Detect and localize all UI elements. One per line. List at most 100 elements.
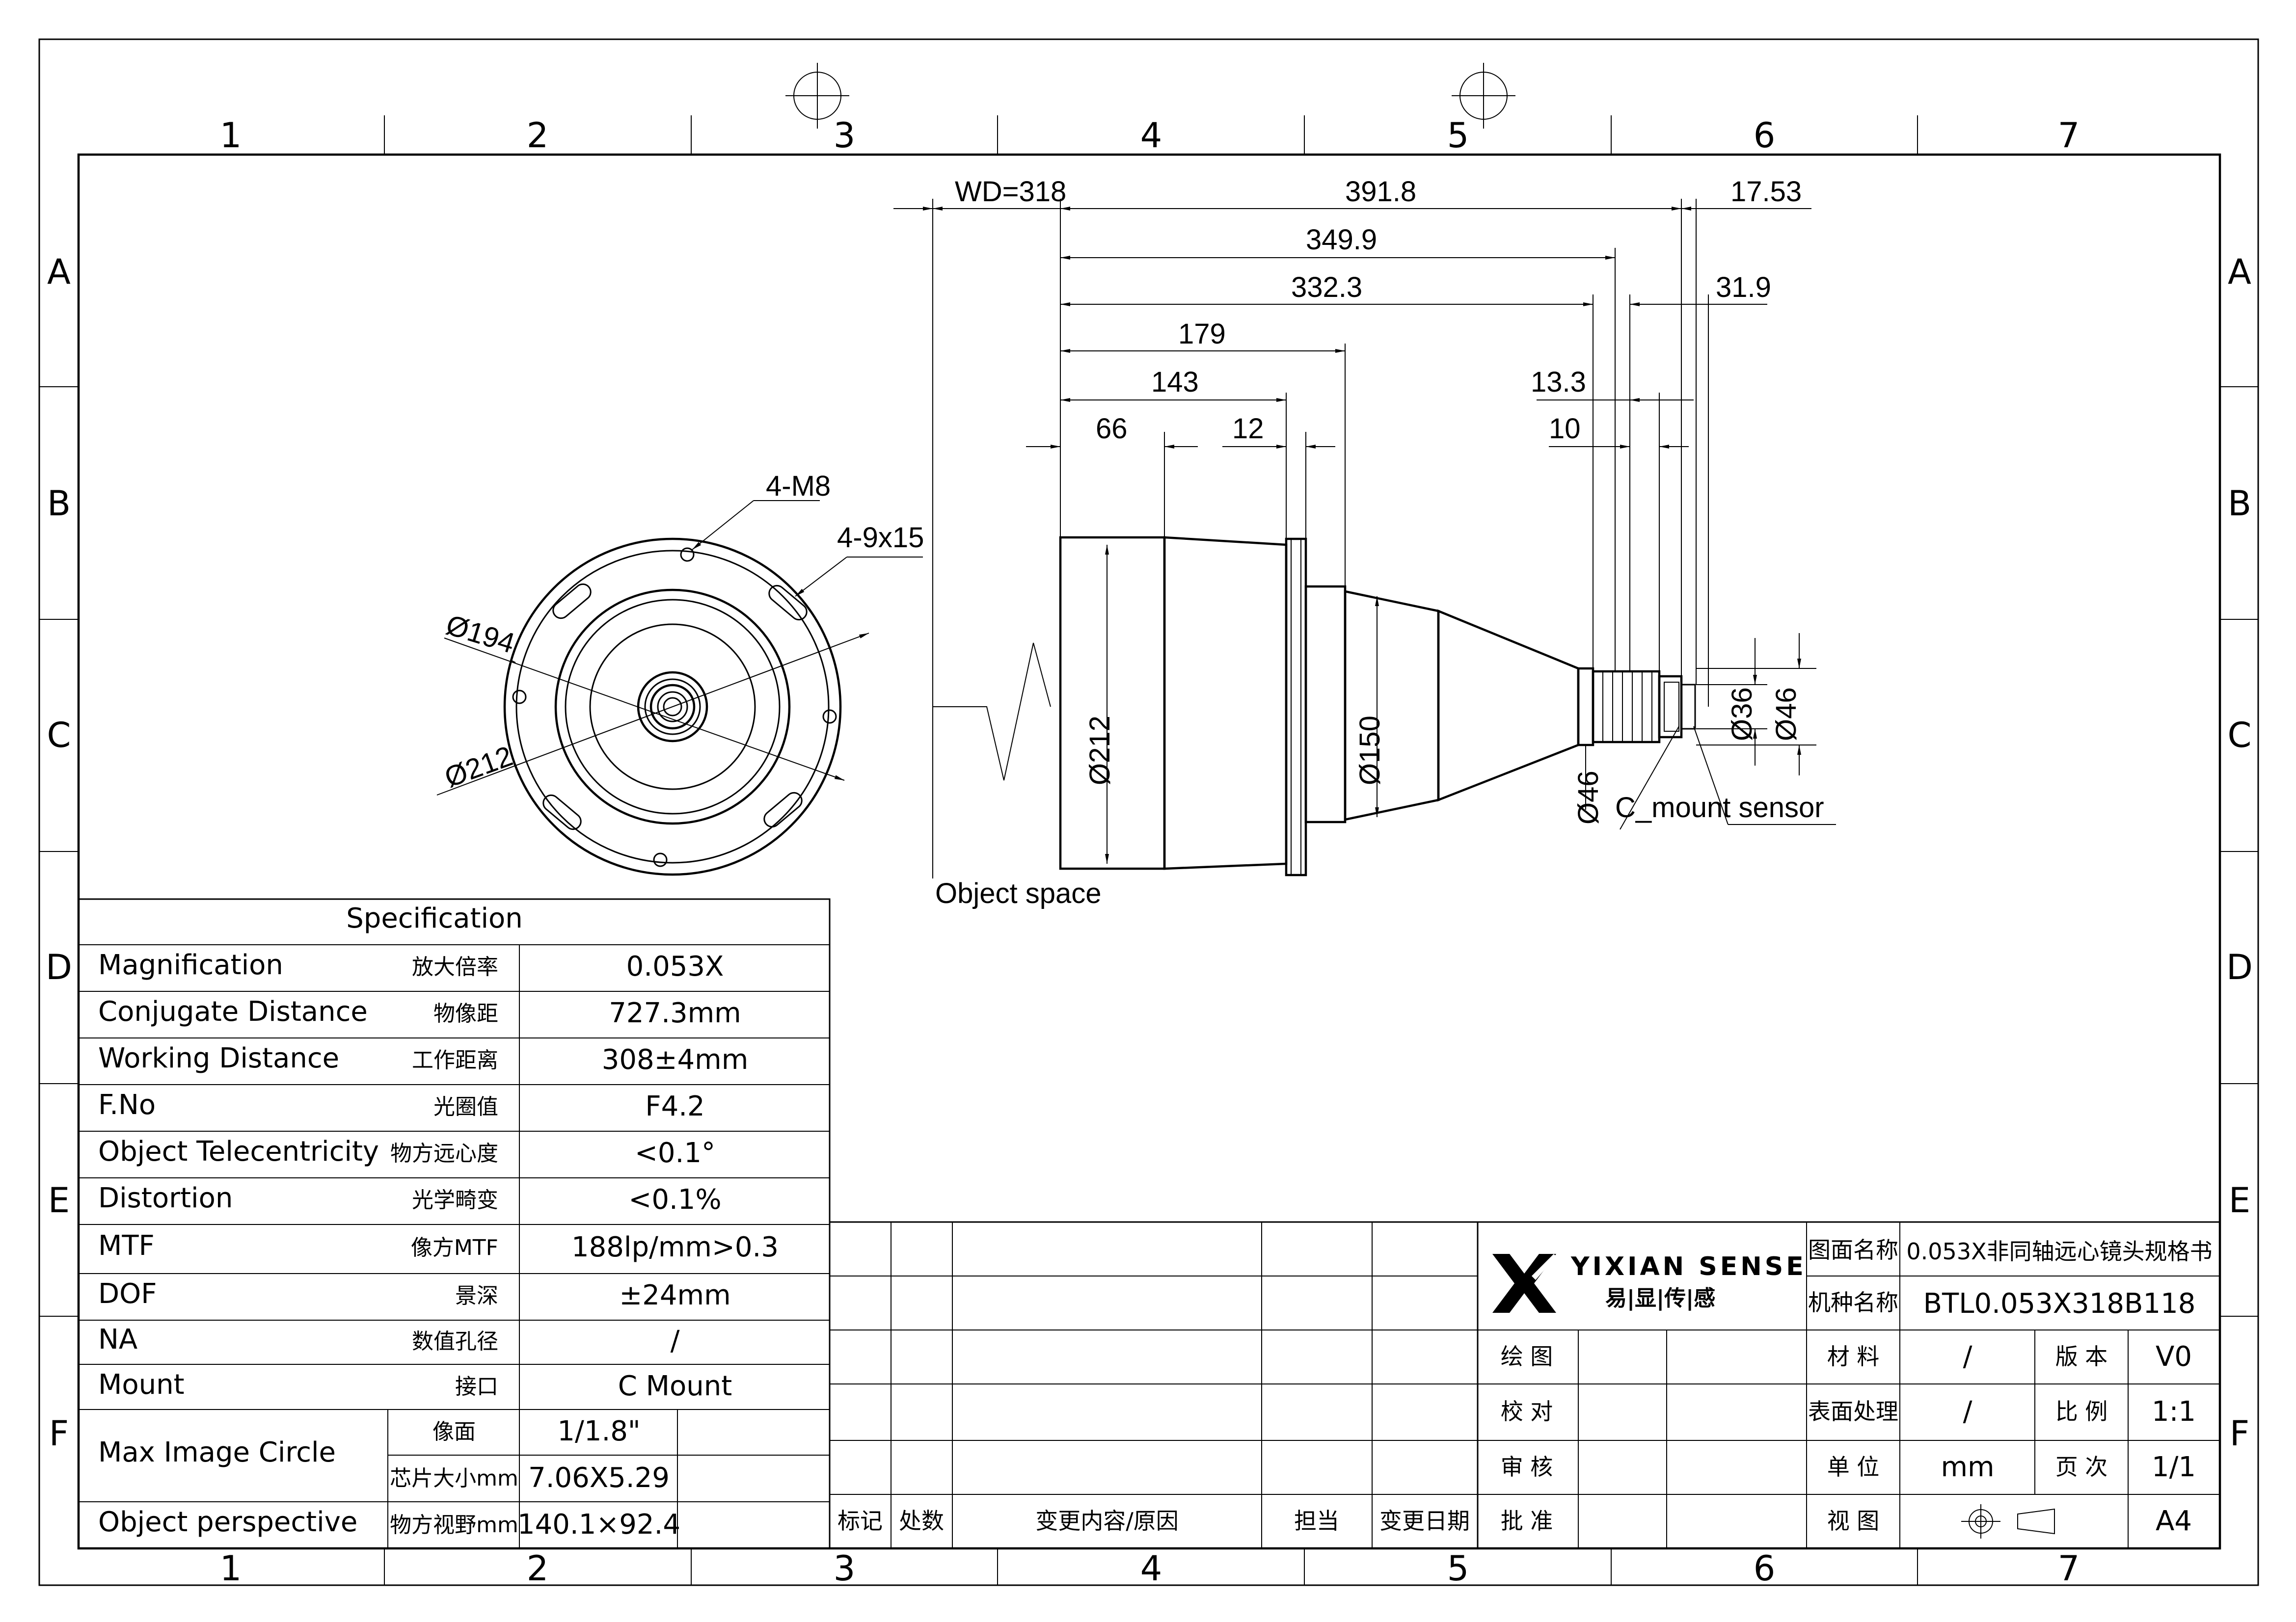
spec-label: Mount [98, 1369, 185, 1401]
page-label: 页 次 [2055, 1454, 2108, 1480]
lens-front-view: 4-M8 4-9x15 Ø194 Ø212 [436, 470, 924, 876]
slot-label: 4-9x15 [837, 522, 924, 554]
spec-value: <0.1° [635, 1137, 715, 1169]
unit-value: mm [1941, 1451, 1994, 1483]
spec-label-cn: 光学畸变 [412, 1188, 498, 1213]
col-label: 3 [834, 115, 856, 156]
dim-143: 143 [1151, 366, 1199, 398]
spec-label: MTF [98, 1230, 155, 1262]
col-label: 4 [1140, 1548, 1162, 1589]
dim-349-9: 349.9 [1306, 224, 1377, 256]
paper-size: A4 [2156, 1505, 2192, 1537]
spec-value: 0.053X [626, 951, 724, 983]
dia-46-side-label: Ø46 [1572, 771, 1604, 824]
spec-label-cn: 像方MTF [411, 1235, 498, 1260]
specification-table: Specification Magnification 放大倍率 0.053X … [78, 898, 831, 1549]
dia-212-side-label: Ø212 [1084, 716, 1116, 785]
col-label: 1 [220, 1548, 242, 1589]
spec-value: 727.3mm [609, 997, 741, 1029]
drawing-name-label: 图面名称 [1808, 1237, 1898, 1263]
col-label: 2 [527, 1548, 549, 1589]
page-value: 1/1 [2152, 1451, 2196, 1483]
spec-label: Max Image Circle [98, 1436, 336, 1468]
spec-label: Object Telecentricity [98, 1136, 379, 1168]
dim-332-3: 332.3 [1291, 271, 1362, 303]
scale-value: 1:1 [2152, 1396, 2196, 1428]
spec-value: / [671, 1325, 680, 1357]
spec-label: DOF [98, 1278, 157, 1310]
spec-value: 188lp/mm>0.3 [571, 1231, 779, 1263]
row-label: B [2228, 483, 2251, 524]
unit-label: 单 位 [1827, 1454, 1880, 1480]
view-label: 视 图 [1827, 1508, 1880, 1534]
dia-46-label: Ø46 [1770, 687, 1802, 741]
spec-label: Object perspective [98, 1506, 357, 1538]
spec-value: 140.1×92.4 [517, 1509, 680, 1541]
dia-194-label: Ø194 [442, 609, 518, 660]
rev-header: 变更内容/原因 [1035, 1508, 1179, 1534]
c-mount-sensor-label: C_mount sensor [1615, 792, 1824, 824]
centering-mark-left [785, 63, 849, 129]
row-label: D [46, 947, 72, 987]
grid-labels: 1 2 3 4 5 6 7 1 2 3 4 5 6 7 A B C D E F … [46, 115, 2253, 1589]
version-value: V0 [2156, 1341, 2192, 1373]
lens-side-view: WD=318 391.8 17.53 349.9 332.3 31.9 179 … [893, 176, 1836, 909]
spec-label-cn: 数值孔径 [412, 1329, 498, 1354]
spec-label-cn: 工作距离 [412, 1048, 498, 1073]
dim-12: 12 [1232, 413, 1264, 445]
spec-label: NA [98, 1324, 137, 1356]
brand-name-cn: 易|显|传|感 [1605, 1286, 1715, 1311]
col-label: 3 [834, 1548, 856, 1589]
col-label: 5 [1447, 115, 1469, 156]
material-value: / [1963, 1341, 1972, 1373]
spec-rows: Magnification 放大倍率 0.053X Conjugate Dist… [98, 949, 779, 1541]
object-space-label: Object space [935, 877, 1102, 909]
material-label: 材 料 [1827, 1343, 1880, 1370]
col-label: 7 [2058, 1548, 2080, 1589]
row-label: C [47, 715, 71, 755]
dim-17-53: 17.53 [1730, 176, 1802, 208]
col-label: 6 [1754, 115, 1776, 156]
dim-10: 10 [1549, 413, 1581, 445]
spec-label: Working Distance [98, 1042, 339, 1074]
row-label: E [2229, 1180, 2250, 1221]
projection-symbol-icon [1961, 1504, 2055, 1539]
spec-label: Conjugate Distance [98, 996, 368, 1028]
row-label: C [2228, 715, 2252, 755]
rev-header: 担当 [1294, 1508, 1339, 1534]
spec-title: Specification [346, 903, 523, 934]
spec-label-cn: 景深 [455, 1283, 498, 1308]
row-label: B [47, 483, 71, 524]
centering-mark-right [1452, 63, 1515, 129]
spec-value: 1/1.8" [557, 1415, 640, 1447]
dim-66: 66 [1096, 413, 1128, 445]
surface-label: 表面处理 [1808, 1398, 1898, 1425]
drawing-name: 0.053X非同轴远心镜头规格书 [1906, 1238, 2212, 1265]
rev-header: 标记 [837, 1508, 883, 1534]
spec-value: ±24mm [619, 1279, 730, 1311]
approved-label: 批 准 [1501, 1508, 1553, 1534]
m8-hole-label: 4-M8 [766, 470, 831, 502]
spec-value: <0.1% [628, 1184, 721, 1216]
spec-label: Distortion [98, 1182, 233, 1214]
spec-label-cn: 接口 [455, 1374, 498, 1399]
dim-31-9: 31.9 [1716, 271, 1771, 303]
row-label: A [47, 252, 71, 292]
spec-label: F.No [98, 1089, 156, 1121]
col-label: 4 [1140, 115, 1162, 156]
row-label: F [2230, 1413, 2249, 1454]
col-label: 2 [527, 115, 549, 156]
spec-value: F4.2 [645, 1090, 704, 1122]
dia-150-label: Ø150 [1354, 716, 1386, 785]
spec-label-cn: 芯片大小mm [390, 1466, 518, 1491]
spec-label-cn: 物方视野mm [390, 1513, 518, 1538]
row-label: F [49, 1413, 69, 1454]
spec-label-cn: 像面 [432, 1419, 476, 1444]
model-number: BTL0.053X318B118 [1923, 1288, 2196, 1320]
dim-13-3: 13.3 [1531, 366, 1586, 398]
row-label: D [2226, 947, 2253, 987]
version-label: 版 本 [2055, 1343, 2108, 1370]
dim-179: 179 [1178, 318, 1226, 350]
col-label: 1 [220, 115, 242, 156]
